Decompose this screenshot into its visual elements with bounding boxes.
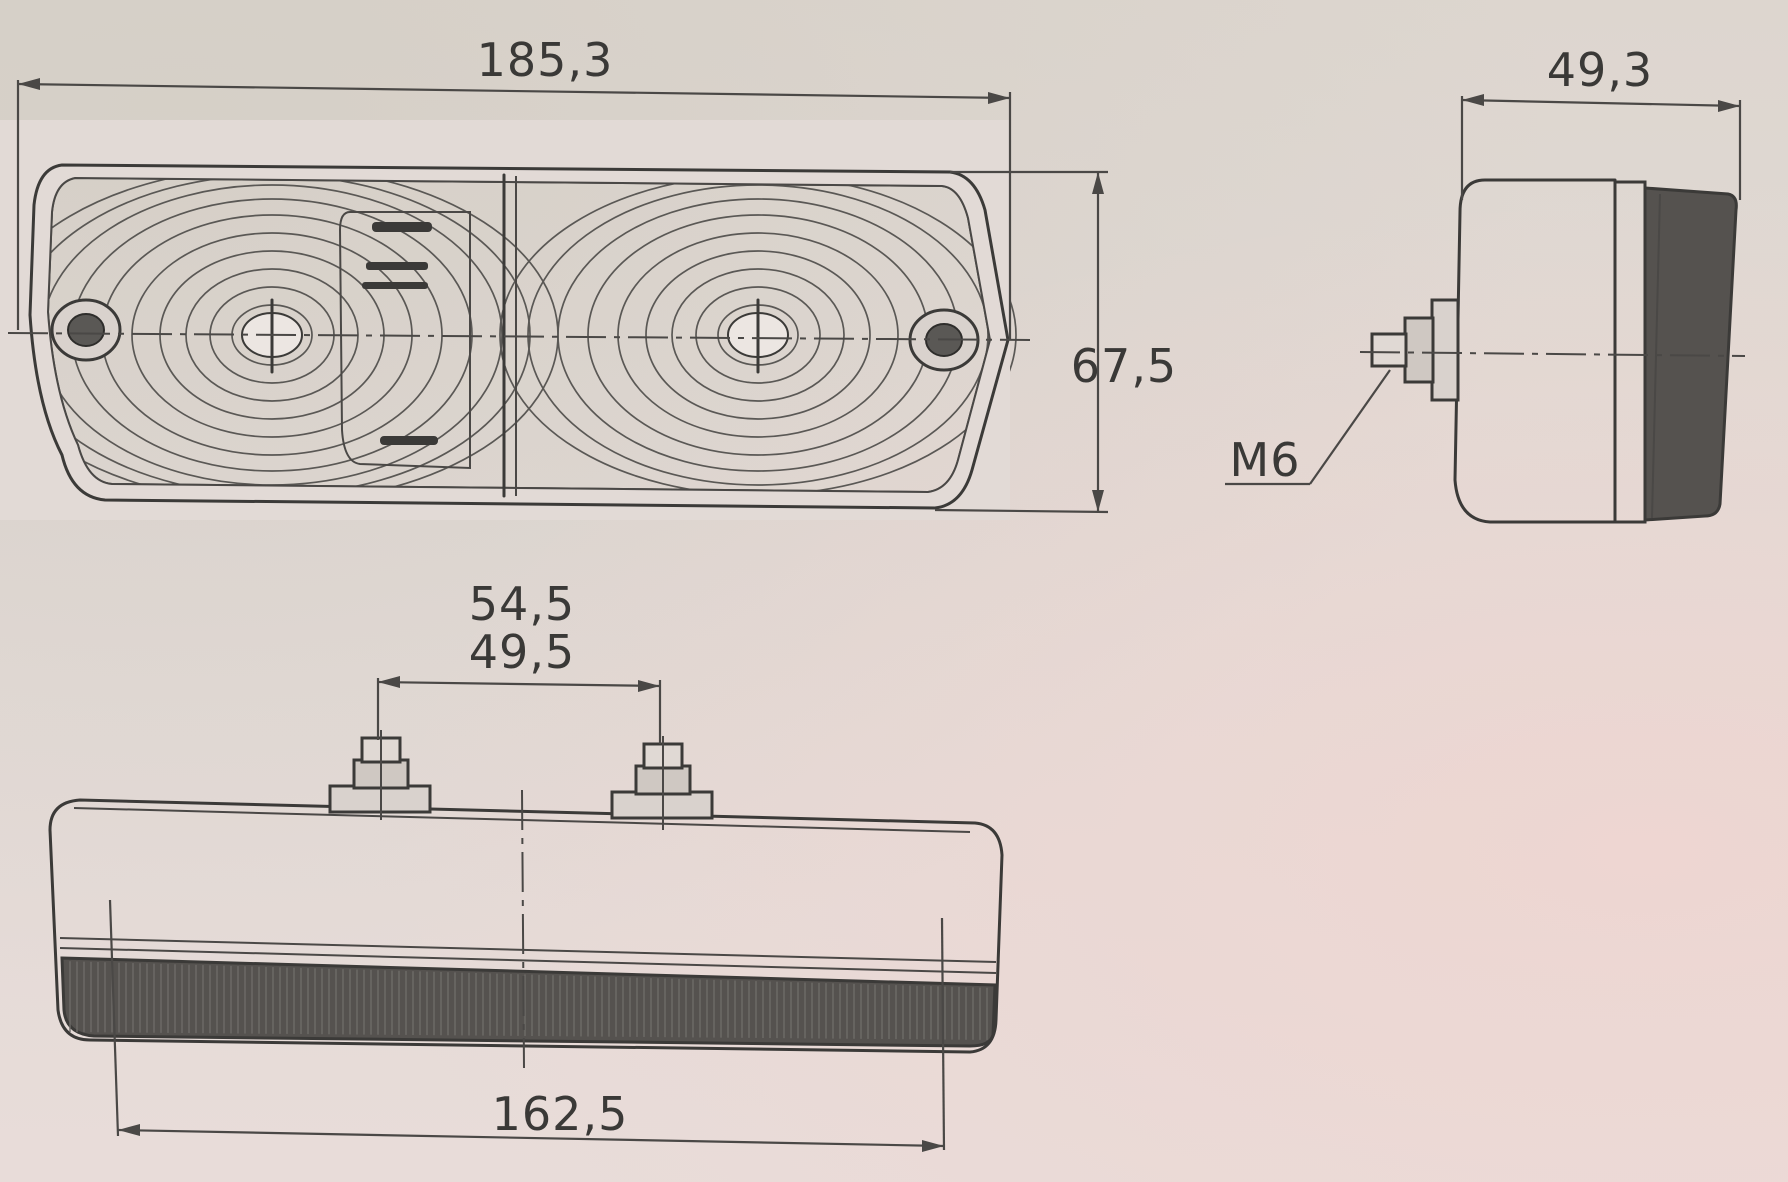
bottom-view: 54,5 49,5 162,5 [48,577,1004,1152]
side-view: 49,3 M6 [1225,43,1746,524]
thread-label: M6 [1230,433,1301,487]
mount-width-dimension [108,899,946,1152]
side-body-outline [1453,178,1617,524]
side-depth-dimension [1460,94,1742,200]
stud-spacing-dimension [376,676,662,744]
mount-width-label: 162,5 [492,1087,629,1141]
stud-spacing-outer-label: 54,5 [469,577,575,631]
bottom-left-stud [328,730,432,820]
front-height-dimension [934,170,1109,514]
bottom-body-outline [48,798,1004,1054]
side-depth-label: 49,3 [1547,43,1653,97]
front-view: 185,3 67,5 [0,33,1177,520]
side-mount-boss [1430,298,1460,402]
bottom-lens-ribs [69,961,988,1040]
front-width-dimension [16,78,1012,340]
front-marking-panel [338,211,471,470]
front-lens-inner-outline [46,176,992,494]
thread-leader [1225,369,1391,486]
side-lens-band [1643,186,1738,522]
side-lens-rim [1613,180,1647,524]
front-height-label: 67,5 [1071,339,1177,393]
front-center-line [7,332,1031,341]
front-marking-symbols [362,222,438,445]
front-ring-mask [0,120,1010,520]
bottom-lens-strip [60,956,997,1048]
left-screw [50,298,122,362]
side-thread [1370,332,1408,368]
side-nut [1403,316,1435,384]
stud-spacing-inner-label: 49,5 [469,625,575,679]
bottom-right-stud [610,736,714,830]
front-width-label: 185,3 [477,33,614,87]
